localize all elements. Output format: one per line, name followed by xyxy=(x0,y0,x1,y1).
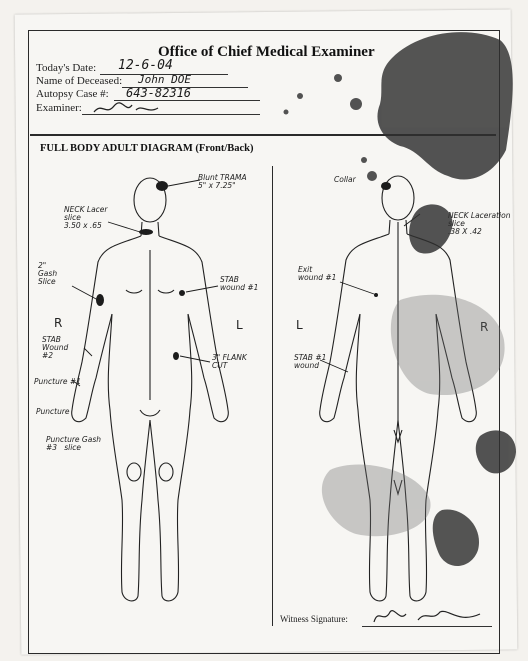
annotation-collar: Collar xyxy=(334,176,356,184)
annotation-puncture-2: Puncture xyxy=(36,408,70,416)
annotation-back-stab: STAB #1 wound xyxy=(294,354,326,370)
annotation-back-neck: NECK Laceration slice .38 X .42 xyxy=(448,212,510,236)
annotation-gash-slice: 2" Gash Slice xyxy=(38,262,57,286)
annotation-stab-wound-2: STAB Wound #2 xyxy=(42,336,68,360)
annotation-stab-wound-1: STAB wound #1 xyxy=(220,276,258,292)
annotation-flank-cut: 3" FLANK CUT xyxy=(212,354,247,370)
right-side-back: R xyxy=(480,320,488,334)
left-side-front: L xyxy=(236,318,243,332)
annotation-blunt-trauma: Blunt TRAMA 5" x 7.25" xyxy=(198,174,247,190)
annotation-puncture-gash: Puncture Gash #3 slice xyxy=(46,436,101,452)
back-body-outline xyxy=(320,176,477,601)
left-side-back: L xyxy=(296,318,303,332)
wound-marks xyxy=(96,181,391,360)
annotation-puncture-1: Puncture #1 xyxy=(34,378,81,386)
witness-label: Witness Signature: xyxy=(280,614,348,624)
front-body-outline xyxy=(72,178,229,601)
annotation-exit-wound: Exit wound #1 xyxy=(298,266,336,282)
witness-signature xyxy=(370,604,490,628)
annotation-neck-laceration: NECK Lacer slice 3.50 x .65 xyxy=(64,206,107,230)
right-side-front: R xyxy=(54,316,62,330)
